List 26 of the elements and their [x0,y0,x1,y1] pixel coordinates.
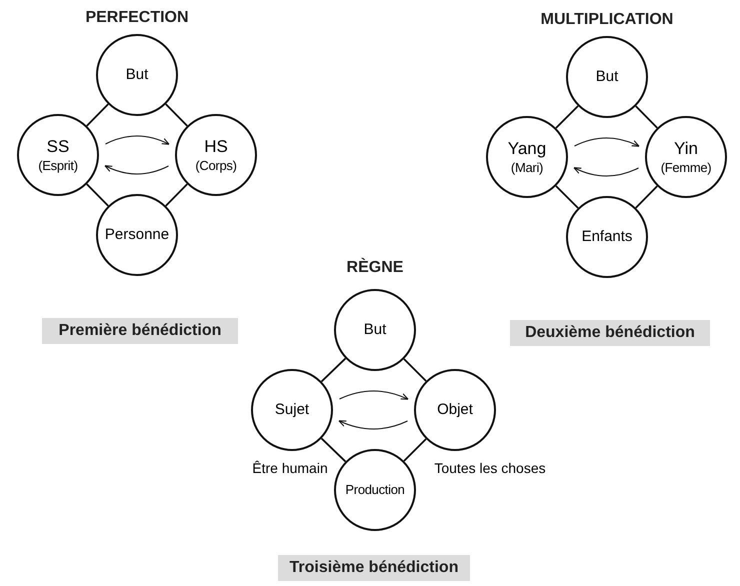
group-title: MULTIPLICATION [540,10,674,30]
caption-box: Deuxième bénédiction [510,320,710,346]
curved-arrow [104,165,169,174]
connector-line [165,184,188,206]
curved-arrow [339,390,409,400]
curved-arrow [574,138,640,147]
side-label: Être humain [252,459,328,478]
curved-arrow [105,136,170,145]
connector-line [165,104,188,126]
group-title: PERFECTION [85,8,189,28]
connector-line [635,106,658,128]
connector-line [635,186,658,208]
connector-line [555,105,579,129]
connector-line [320,358,346,382]
curved-arrow [338,420,408,430]
connector-line [555,185,579,209]
side-label: Toutes les choses [434,459,546,478]
connector-line [86,184,109,206]
group-title: RÈGNE [346,256,404,278]
connector-line [403,358,427,382]
curved-arrow [573,167,639,176]
caption-box: Troisième bénédiction [278,555,470,581]
connector-line [320,438,346,462]
connector-line [403,438,427,462]
connector-line [86,104,109,126]
caption-box: Première bénédiction [42,318,238,344]
